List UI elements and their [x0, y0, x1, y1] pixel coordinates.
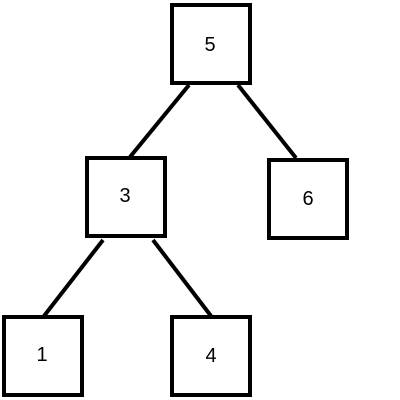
tree-node-label: 3 [119, 185, 130, 207]
tree-node-box [267, 158, 349, 240]
tree-node-3: 3 [85, 156, 167, 238]
tree-node-label: 6 [302, 188, 313, 210]
edge-3-to-1 [42, 238, 105, 318]
tree-node-6: 6 [267, 158, 349, 240]
tree-node-label: 4 [205, 345, 216, 367]
tree-node-box [170, 3, 252, 85]
tree-node-1: 1 [2, 315, 84, 397]
tree-node-box [2, 315, 84, 397]
tree-node-box [170, 315, 252, 397]
edge-5-to-6 [236, 83, 298, 160]
edge-5-to-3 [128, 83, 191, 159]
tree-node-4: 4 [170, 315, 252, 397]
edge-3-to-4 [151, 238, 213, 318]
tree-node-5: 5 [170, 3, 252, 85]
tree-edges [42, 83, 298, 318]
tree-node-label: 1 [36, 344, 47, 366]
tree-node-label: 5 [204, 34, 215, 56]
tree-node-box [85, 156, 167, 238]
